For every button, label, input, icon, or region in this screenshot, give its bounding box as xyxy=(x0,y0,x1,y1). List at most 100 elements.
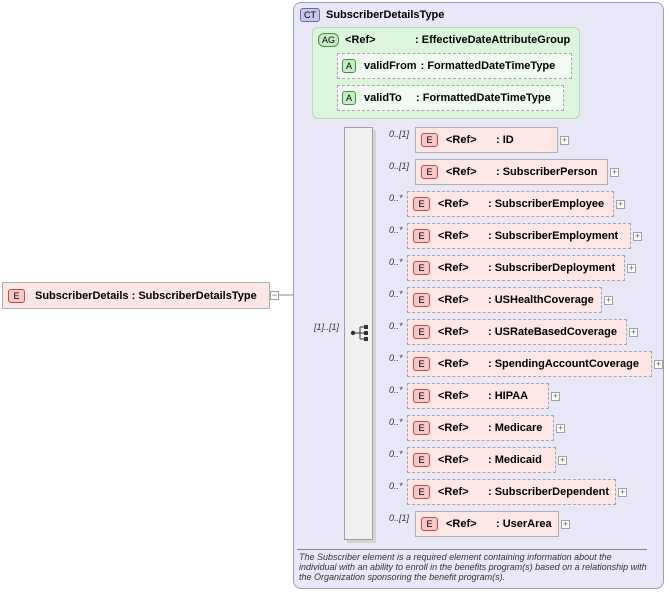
element-name: : Medicare xyxy=(488,422,543,434)
attribute-group-ref: <Ref> xyxy=(345,34,376,46)
element-name: : Medicaid xyxy=(488,454,542,466)
element-ref: <Ref> xyxy=(446,134,477,146)
element-badge: E xyxy=(413,453,430,467)
element-ref: <Ref> xyxy=(438,198,469,210)
sequence-cardinality: [1]..[1] xyxy=(314,322,340,332)
complex-type-name: SubscriberDetailsType xyxy=(326,9,445,21)
element-ref: <Ref> xyxy=(438,294,469,306)
expand-toggle[interactable]: + xyxy=(618,487,627,497)
element-userarea[interactable]: E<Ref>: UserArea xyxy=(415,511,559,537)
expand-toggle[interactable]: + xyxy=(654,359,663,369)
expand-toggle[interactable]: + xyxy=(610,167,619,177)
element-usratebasedcoverage[interactable]: E <Ref> : USRateBasedCoverage xyxy=(407,319,627,345)
element-ref: <Ref> xyxy=(446,166,477,178)
expand-toggle[interactable]: + xyxy=(633,231,642,241)
element-badge: E xyxy=(413,325,430,339)
attribute-validto[interactable]: A validTo : FormattedDateTimeType xyxy=(337,85,564,111)
complex-type-badge: CT xyxy=(300,8,320,22)
element-name: : SubscriberDependent xyxy=(488,486,610,498)
attribute-name: validTo xyxy=(364,92,402,104)
element-cardinality: 0..* xyxy=(389,193,403,203)
expand-toggle[interactable]: + xyxy=(627,263,636,273)
attribute-badge: A xyxy=(342,59,357,73)
expand-toggle[interactable]: + xyxy=(616,199,625,209)
documentation-text: The Subscriber element is a required ele… xyxy=(299,552,647,582)
element-ref: <Ref> xyxy=(438,422,469,434)
element-ushealthcoverage[interactable]: E <Ref> : USHealthCoverage xyxy=(407,287,602,313)
element-name: : USRateBasedCoverage xyxy=(488,326,617,338)
expand-toggle[interactable]: + xyxy=(558,455,567,465)
element-ref: <Ref> xyxy=(438,358,469,370)
attribute-badge: A xyxy=(342,91,357,105)
element-name: : HIPAA xyxy=(488,390,529,402)
expand-toggle[interactable]: + xyxy=(604,295,613,305)
element-cardinality: 0..* xyxy=(389,481,403,491)
element-subscriberdependent[interactable]: E <Ref> : SubscriberDependent xyxy=(407,479,616,505)
attribute-validfrom[interactable]: A validFrom : FormattedDateTimeType xyxy=(337,53,572,79)
element-name: : ID xyxy=(496,134,514,146)
element-ref: <Ref> xyxy=(438,486,469,498)
element-cardinality: 0..* xyxy=(389,257,403,267)
element-cardinality: 0..* xyxy=(389,449,403,459)
element-ref: <Ref> xyxy=(438,230,469,242)
element-cardinality: 0..* xyxy=(389,225,403,235)
element-cardinality: 0..* xyxy=(389,417,403,427)
element-cardinality: 0..[1] xyxy=(389,513,410,523)
element-medicare[interactable]: E <Ref> : Medicare xyxy=(407,415,554,441)
element-cardinality: 0..* xyxy=(389,321,403,331)
element-name: : SubscriberEmployee xyxy=(488,198,605,210)
element-ref: <Ref> xyxy=(438,262,469,274)
sequence-icon xyxy=(350,325,368,341)
element-subscriberemployment[interactable]: E <Ref> : SubscriberEmployment xyxy=(407,223,631,249)
element-badge: E xyxy=(421,133,438,147)
element-ref: <Ref> xyxy=(438,390,469,402)
element-cardinality: 0..* xyxy=(389,353,403,363)
element-subscriberperson[interactable]: E <Ref> : SubscriberPerson xyxy=(415,159,608,185)
expand-toggle[interactable]: + xyxy=(560,135,569,145)
element-badge: E xyxy=(413,485,430,499)
element-ref: <Ref> xyxy=(438,326,469,338)
expand-toggle[interactable]: + xyxy=(551,391,560,401)
element-name: : SubscriberPerson xyxy=(496,166,598,178)
element-badge: E xyxy=(413,293,430,307)
complex-type-header: CT SubscriberDetailsType xyxy=(300,8,444,22)
expand-toggle[interactable]: + xyxy=(561,519,570,529)
attribute-group-header: AG <Ref> : EffectiveDateAttributeGroup xyxy=(318,33,570,47)
attribute-group-name: : EffectiveDateAttributeGroup xyxy=(415,34,571,46)
element-hipaa[interactable]: E <Ref> : HIPAA xyxy=(407,383,549,409)
element-medicaid[interactable]: E <Ref> : Medicaid xyxy=(407,447,556,473)
element-badge: E xyxy=(413,357,430,371)
expand-toggle[interactable]: + xyxy=(629,327,638,337)
element-badge: E xyxy=(413,389,430,403)
element-subscriberdeployment[interactable]: E <Ref> : SubscriberDeployment xyxy=(407,255,625,281)
element-subscriberemployee[interactable]: E <Ref> : SubscriberEmployee xyxy=(407,191,614,217)
element-ref: <Ref> xyxy=(438,454,469,466)
expand-toggle[interactable]: + xyxy=(556,423,565,433)
root-element-label: SubscriberDetails : SubscriberDetailsTyp… xyxy=(35,289,257,302)
element-cardinality: 0..[1] xyxy=(389,129,410,139)
element-badge: E xyxy=(413,229,430,243)
attribute-group-badge: AG xyxy=(318,33,340,47)
element-badge: E xyxy=(421,165,438,179)
element-name: : SpendingAccountCoverage xyxy=(488,358,639,370)
attribute-type: : FormattedDateTimeType xyxy=(420,60,556,72)
element-cardinality: 0..[1] xyxy=(389,161,410,171)
element-badge: E xyxy=(8,288,25,303)
element-cardinality: 0..* xyxy=(389,385,403,395)
documentation-divider xyxy=(297,549,647,550)
element-name: : SubscriberDeployment xyxy=(488,262,616,274)
element-badge: E xyxy=(413,261,430,275)
element-cardinality: 0..* xyxy=(389,289,403,299)
root-element-subscriber-details[interactable]: E SubscriberDetails : SubscriberDetailsT… xyxy=(2,282,270,309)
attribute-name: validFrom xyxy=(364,60,417,72)
element-name: : UserArea xyxy=(496,518,552,530)
attribute-type: : FormattedDateTimeType xyxy=(416,92,551,104)
element-name: : USHealthCoverage xyxy=(488,294,594,306)
element-badge: E xyxy=(413,197,430,211)
element-badge: E xyxy=(413,421,430,435)
element-name: : SubscriberEmployment xyxy=(488,230,619,242)
element-id[interactable]: E <Ref> : ID xyxy=(415,127,558,153)
element-badge: E xyxy=(421,517,438,531)
root-collapse-toggle[interactable]: − xyxy=(270,290,279,300)
element-spendingaccountcoverage[interactable]: E <Ref> : SpendingAccountCoverage xyxy=(407,351,652,377)
